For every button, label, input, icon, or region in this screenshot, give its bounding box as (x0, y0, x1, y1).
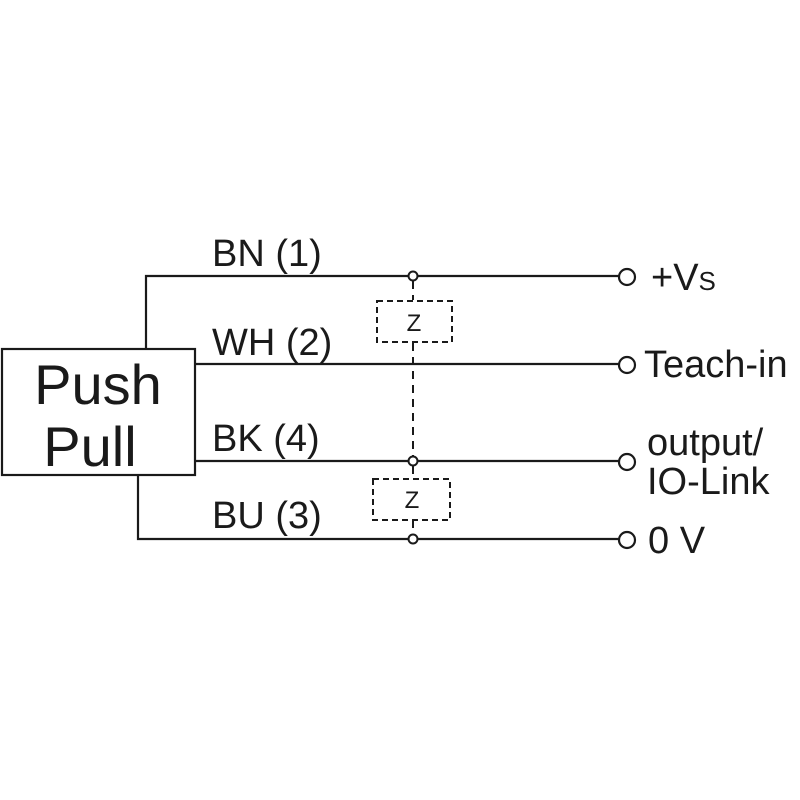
wire-bu-line (136, 475, 619, 541)
push-pull-block: Push Pull (0, 347, 197, 478)
terminal-vs-subscript: S (699, 266, 716, 296)
block-label-line2: Pull (43, 415, 136, 478)
wire-bk-label: BK (4) (212, 418, 320, 460)
wire-bu-label: BU (3) (212, 495, 322, 537)
terminal-output-label: output/ (647, 422, 764, 464)
wire-wh-label: WH (2) (212, 322, 332, 364)
terminal-0v-label: 0 V (648, 520, 706, 562)
load-z-upper-label: Z (407, 310, 422, 337)
wire-bk: BK (4) output/ IO-Link (195, 418, 770, 503)
wire-bn-label: BN (1) (212, 233, 322, 275)
push-pull-box (0, 347, 197, 477)
load-z-lower: Z (372, 478, 451, 521)
terminal-bk (617, 452, 637, 472)
load-z-upper-box (376, 300, 453, 343)
terminal-teach-in-label: Teach-in (644, 344, 788, 386)
terminal-bu (617, 530, 637, 550)
terminal-io-link-label: IO-Link (647, 461, 770, 503)
node-bu (407, 533, 419, 545)
load-z-lower-box (372, 478, 451, 521)
wire-bn-line (144, 274, 619, 349)
block-label-line1: Push (34, 353, 162, 416)
node-bk (407, 455, 419, 467)
load-z-lower-label: Z (405, 487, 420, 514)
wire-bu: BU (3) 0 V (136, 475, 706, 562)
load-z-upper: Z (376, 300, 453, 343)
terminal-bn (617, 267, 637, 287)
terminal-vs-label: +VS (651, 257, 716, 299)
terminal-wh (617, 355, 637, 375)
wire-wh: WH (2) Teach-in (195, 322, 788, 386)
node-bn (407, 270, 419, 282)
wire-bn: BN (1) +VS (144, 233, 716, 349)
